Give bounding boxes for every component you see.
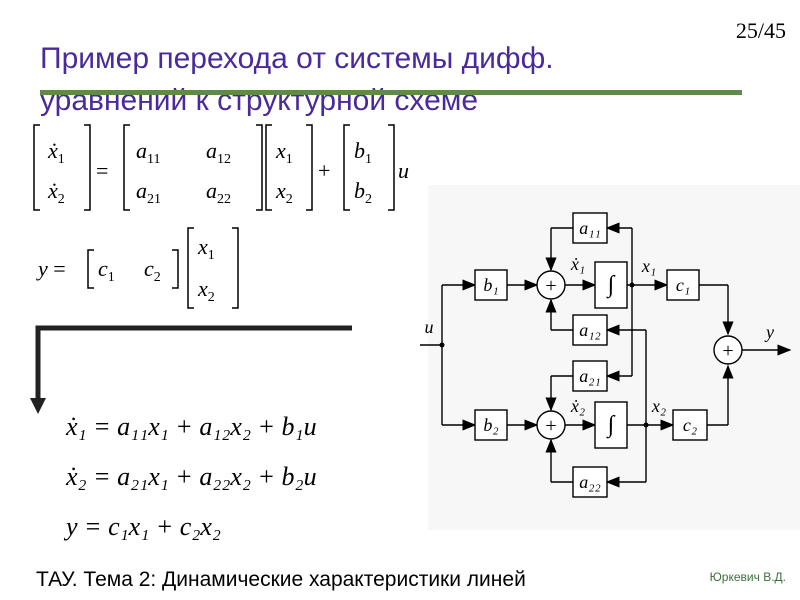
output-y: y = [36, 256, 66, 281]
label-b2: b₂ [483, 415, 498, 435]
summer-1 [536, 270, 566, 300]
footer-author: Юркевич В.Д. [709, 570, 786, 584]
a22-entry: a22 [206, 178, 231, 207]
equals-sign: = [96, 158, 108, 183]
block-a11 [572, 212, 608, 244]
label-x2dot: ẋ₂ [570, 396, 585, 416]
label-x1dot: ẋ₁ [570, 254, 585, 274]
a-matrix-brackets [123, 124, 263, 211]
plus-sign: + [318, 158, 330, 183]
equation-y: y = c₁x₁ + c₂x₂ [66, 512, 221, 541]
title-line-1: Пример перехода от системы дифф. [40, 42, 554, 75]
state-derivative-vector [33, 124, 91, 211]
title-underline [40, 90, 742, 95]
label-a11: a₁₁ [579, 218, 601, 238]
label-a21: a₂₁ [579, 366, 601, 386]
block-diagram: b₁ b₂ a₁₁ a₁₂ a₂₁ a₂₂ c₁ c₂ ∫ ∫ + + + u … [420, 185, 800, 530]
label-int-1: ∫ [606, 272, 616, 299]
block-b1 [474, 269, 508, 301]
input-u: u [398, 158, 409, 183]
block-c1 [666, 269, 700, 301]
c-vector-brackets [87, 227, 239, 309]
title-line-2: уравнений к структурной схеме [40, 84, 479, 117]
label-input-u: u [425, 317, 434, 337]
label-a12: a₁₂ [579, 320, 601, 340]
label-int-2: ∫ [606, 412, 616, 439]
plus-summer-2: + [545, 415, 556, 437]
equation-x1: ẋ₁ = a₁₁x₁ + a₁₂x₂ + b₁u [66, 412, 317, 441]
block-c2 [672, 409, 708, 441]
output-summer [713, 335, 743, 365]
block-a12 [572, 314, 608, 346]
b-vector-brackets [343, 124, 395, 211]
x-vector-brackets [265, 124, 313, 211]
label-c1: c₁ [676, 275, 690, 295]
block-a22 [572, 466, 608, 498]
label-x1: x₁ [641, 256, 656, 276]
label-a22: a₂₂ [579, 472, 601, 492]
page-number: 25/45 [735, 18, 786, 43]
summer-2 [536, 410, 566, 440]
label-output-y: y [764, 322, 774, 342]
junction-dots [439, 282, 649, 428]
label-b1: b₁ [483, 275, 498, 295]
label-c2: c₂ [683, 415, 697, 435]
plus-summer-1: + [545, 275, 556, 297]
equation-x2: ẋ₂ = a₂₁x₁ + a₂₂x₂ + b₂u [66, 462, 317, 491]
transition-arrow [30, 325, 352, 414]
plus-output-summer: + [722, 340, 733, 362]
footer-course: ТАУ. Тема 2: Динамические характеристики… [36, 568, 526, 591]
matrix-equations: ẋ1 ẋ2 = a11 a12 a21 a22 x1 x2 + b1 b2 u … [30, 124, 409, 414]
integrator-2 [594, 401, 628, 449]
block-a21 [572, 360, 608, 392]
scalar-equations: ẋ₁ = a₁₁x₁ + a₁₂x₂ + b₁u ẋ₂ = a₂₁x₁ + a₂… [66, 402, 317, 552]
diagram-background [428, 185, 800, 530]
slide-title: Пример перехода от системы дифф. уравнен… [40, 38, 600, 122]
label-x2: x₂ [651, 396, 666, 416]
integrator-1 [594, 261, 628, 309]
block-b2 [474, 409, 508, 441]
